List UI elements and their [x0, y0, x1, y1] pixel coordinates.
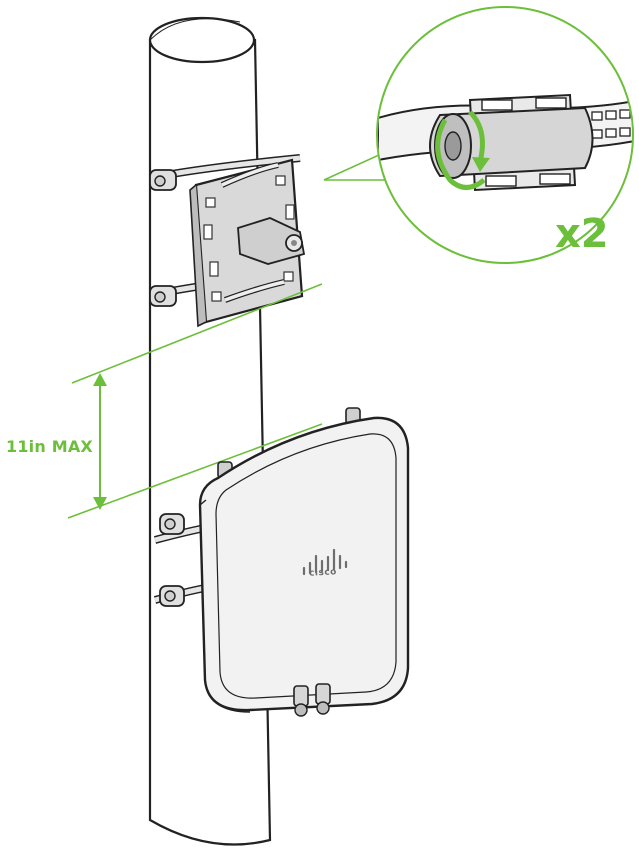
strap-clamp — [159, 513, 185, 535]
strap-clamp — [159, 585, 185, 607]
strap-clamp — [149, 169, 177, 191]
cisco-logo — [302, 548, 348, 576]
pole — [148, 16, 272, 846]
strap-clamp — [149, 285, 177, 307]
bottom-connectors — [293, 683, 331, 717]
zoomed-strap-clamp — [378, 93, 632, 192]
access-point — [153, 407, 410, 717]
rotate-arrow-icon — [435, 110, 490, 190]
upper-bracket — [149, 154, 306, 328]
detail-callout — [323, 6, 634, 264]
dimension-guides — [67, 283, 323, 519]
quantity-label: x2 — [555, 211, 609, 257]
dimension-label: 11in MAX — [6, 437, 93, 456]
